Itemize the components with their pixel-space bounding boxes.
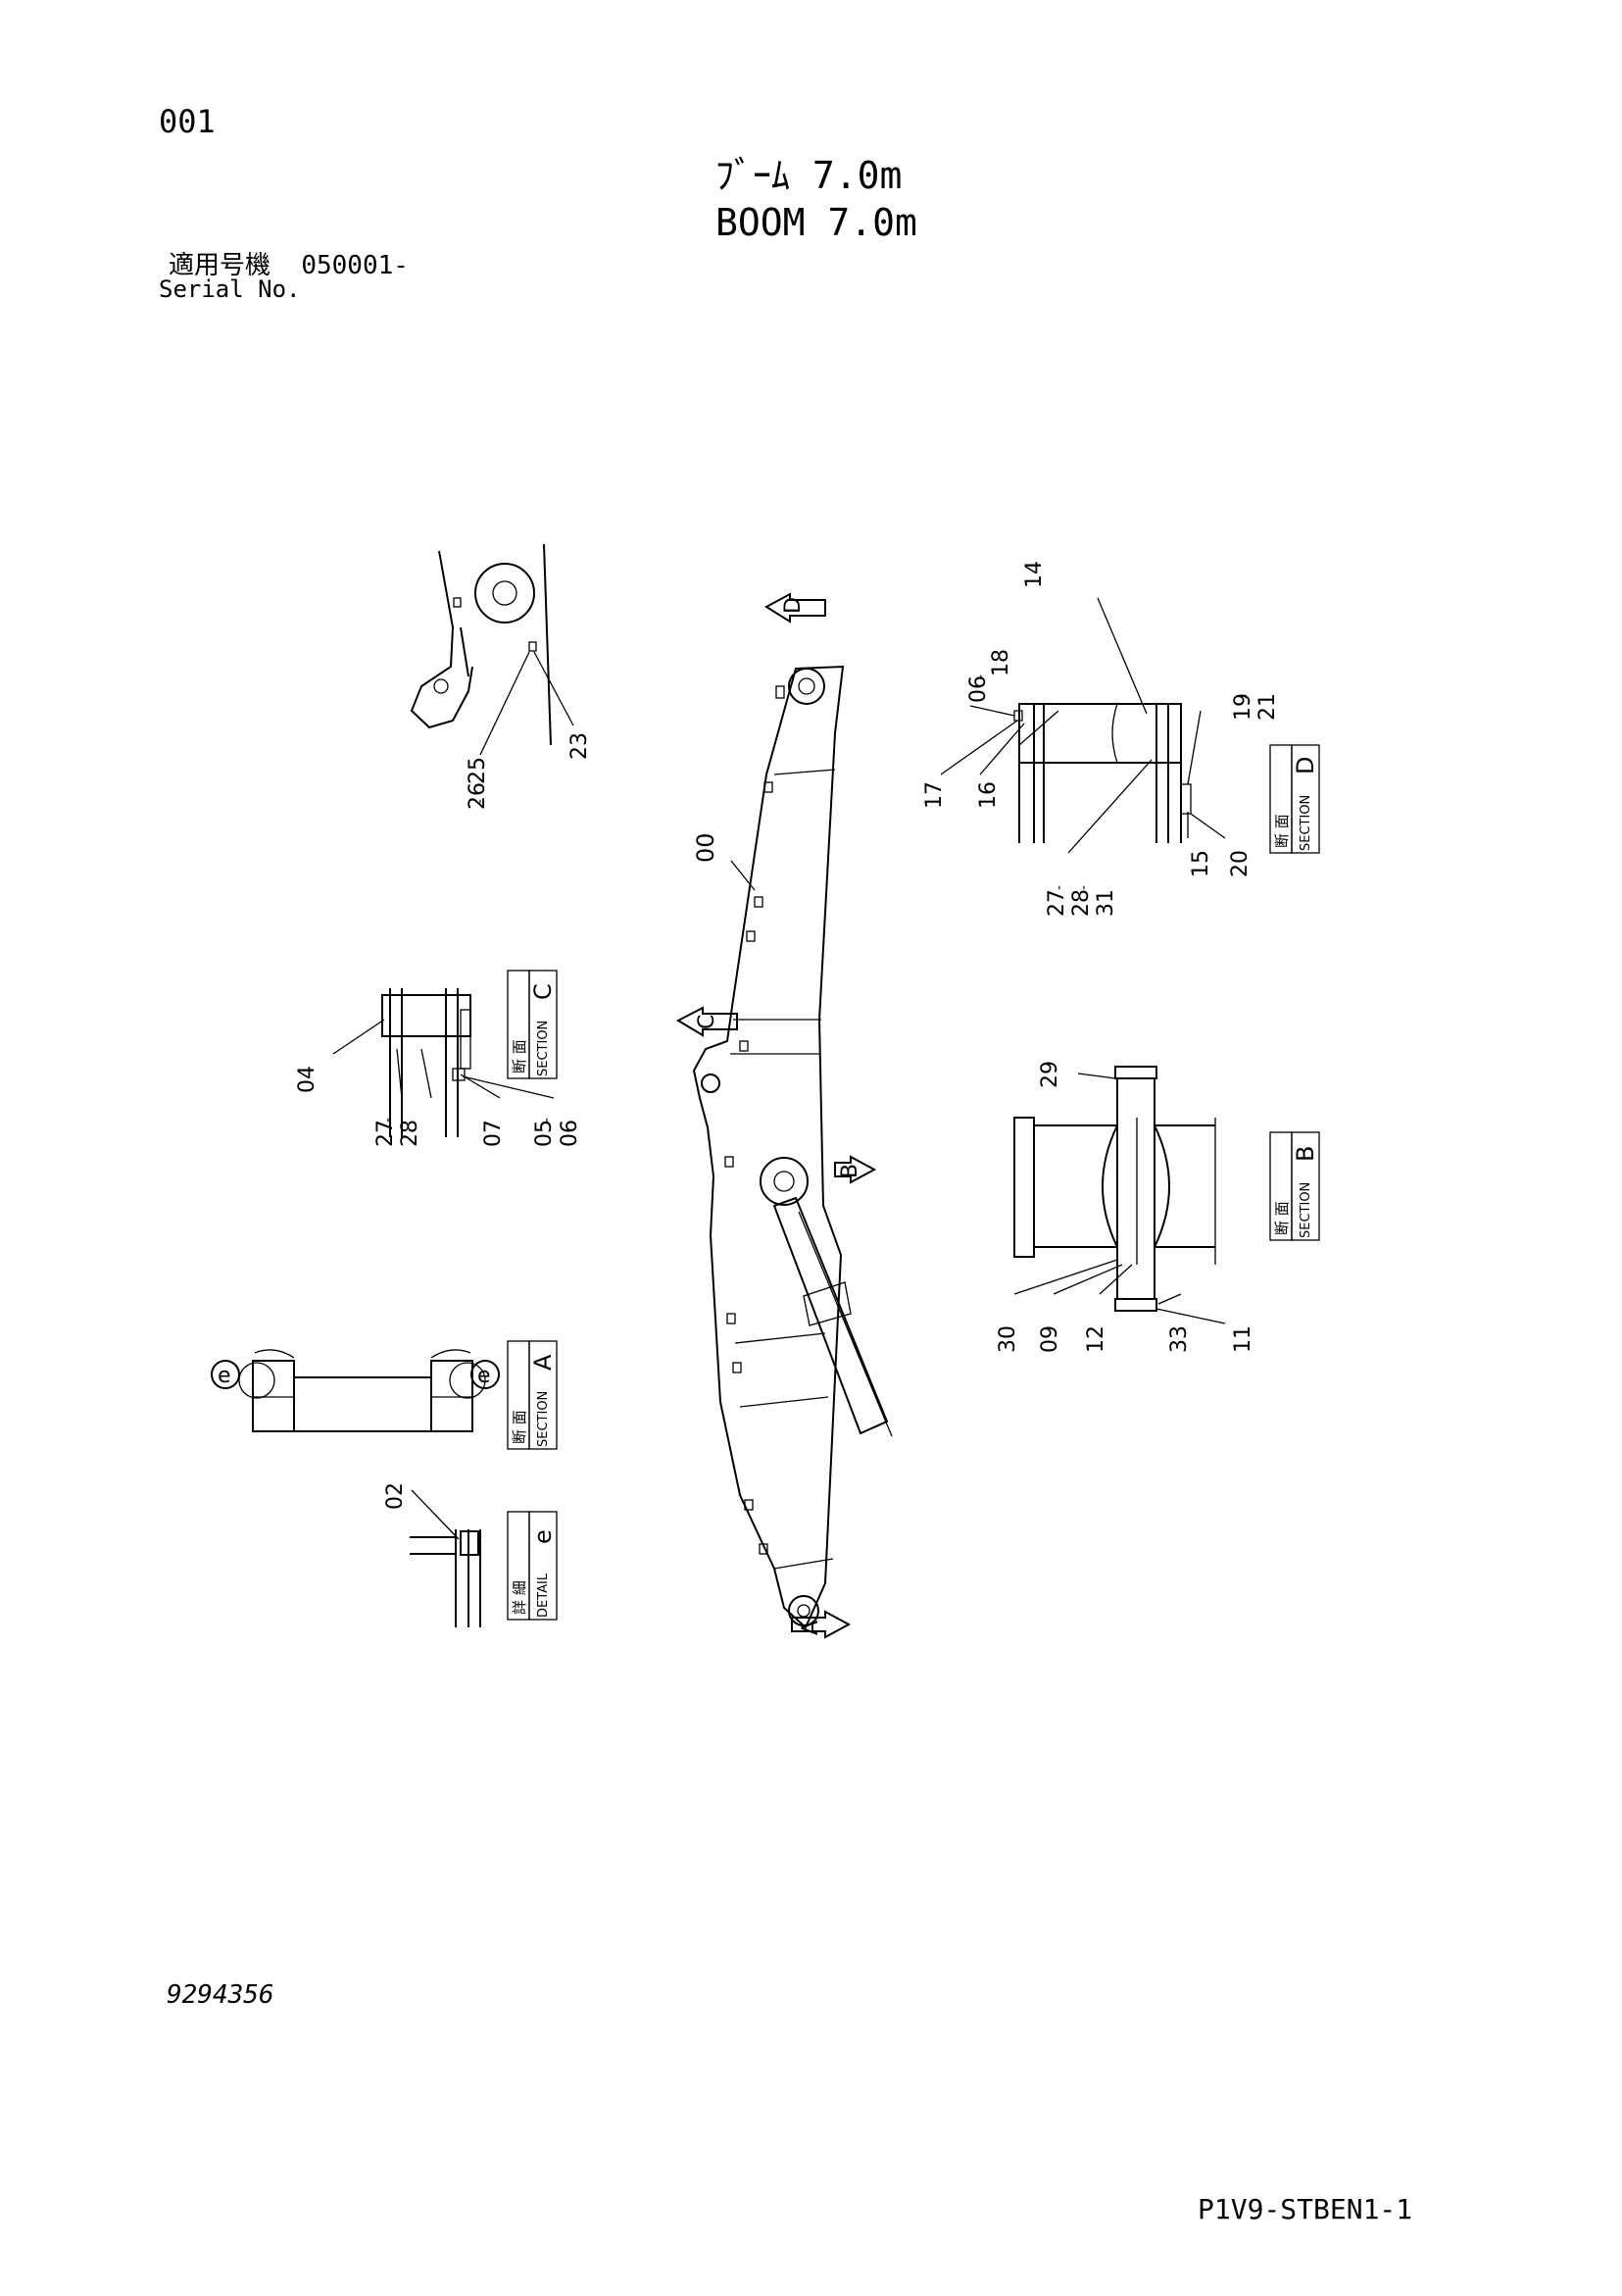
- boom-outline: [692, 665, 845, 1629]
- label-section-d: 断 面 SECTION D: [1269, 744, 1320, 854]
- part-number: 9294356: [167, 1980, 274, 2010]
- title-japanese: ﾌﾞｰﾑ 7.0m: [715, 154, 903, 197]
- callout-31: 31: [1094, 889, 1118, 917]
- callout-07: 07: [481, 1120, 506, 1147]
- label-b-letter: B: [1292, 1146, 1319, 1162]
- label-d-letter: D: [1292, 757, 1319, 774]
- label-e-en: DETAIL: [536, 1572, 551, 1618]
- svg-text:-: -: [1238, 694, 1253, 699]
- callout-06-c: 06: [558, 1120, 582, 1147]
- boom-cylinder: [772, 1196, 889, 1435]
- label-e-letter: e: [529, 1529, 557, 1544]
- callout-27-c: 27: [373, 1120, 398, 1147]
- section-d-view: 14 06 - 18 17 16 19 - 21 15 20 27 - 28 -…: [922, 561, 1280, 917]
- arrow-letter-d: D: [781, 597, 806, 614]
- label-b-en: SECTION: [1299, 1182, 1313, 1238]
- svg-text:-: -: [973, 674, 989, 679]
- section-a-view: e e: [211, 1349, 500, 1432]
- label-c-letter: C: [529, 983, 557, 1000]
- section-c-view: 04 27 - 28 07 05 - 06: [295, 988, 582, 1147]
- arrow-letter-b: B: [838, 1164, 862, 1178]
- callout-18: 18: [989, 649, 1013, 676]
- callout-30: 30: [996, 1325, 1020, 1353]
- section-b-view: 29 30 09 12 33 11: [996, 1061, 1255, 1353]
- marker-e-right: e: [477, 1364, 491, 1388]
- serial-label-jp: 適用号機: [169, 251, 271, 280]
- label-detail-e: 詳 細 DETAIL e: [507, 1511, 558, 1621]
- callout-28-c: 28: [398, 1120, 422, 1147]
- label-e-jp: 詳 細: [511, 1580, 528, 1615]
- label-c-jp: 断 面: [511, 1039, 528, 1073]
- pin-boss-view: 25 - 26 23: [410, 543, 592, 810]
- label-section-c: 断 面 SECTION C: [507, 970, 558, 1079]
- callout-12: 12: [1084, 1325, 1108, 1353]
- detail-marker-e-left: [211, 1360, 240, 1389]
- callout-21: 21: [1255, 693, 1280, 721]
- label-b-jp: 断 面: [1273, 1201, 1291, 1235]
- label-section-b: 断 面 SECTION B: [1269, 1131, 1320, 1241]
- label-c-en: SECTION: [536, 1021, 551, 1076]
- label-a-jp: 断 面: [511, 1410, 528, 1444]
- cylinder-pin-boss: [760, 1157, 809, 1206]
- callout-06: 06: [966, 675, 991, 703]
- callout-04: 04: [295, 1066, 319, 1093]
- top-pin-boss: [788, 668, 825, 705]
- callout-17: 17: [922, 781, 947, 809]
- title-english: BOOM 7.0m: [715, 201, 917, 244]
- serial-range: 適用号機 050001-: [169, 253, 409, 278]
- label-d-en: SECTION: [1299, 795, 1313, 851]
- label-d-jp: 断 面: [1273, 814, 1291, 848]
- label-a-en: SECTION: [536, 1391, 551, 1447]
- callout-25: 25: [466, 757, 490, 784]
- page-number: 001: [159, 103, 216, 140]
- svg-text:-: -: [1052, 885, 1067, 890]
- foot-pin-boss: [788, 1595, 819, 1626]
- callout-33: 33: [1167, 1325, 1192, 1353]
- arrow-letter-a: A: [799, 1621, 823, 1635]
- svg-text:-: -: [380, 1118, 396, 1123]
- boom-main-view: 00: [692, 665, 893, 1629]
- callout-dash: -: [472, 799, 488, 804]
- callout-29: 29: [1038, 1061, 1062, 1088]
- arrow-letter-c: C: [695, 1015, 719, 1029]
- detail-e-view: 02: [383, 1482, 481, 1627]
- callout-28: 28: [1069, 889, 1094, 917]
- view-arrow-b: B: [834, 1155, 877, 1184]
- callout-26: 26: [466, 782, 490, 810]
- callout-27: 27: [1045, 889, 1069, 917]
- callout-23: 23: [567, 732, 592, 760]
- label-section-a: 断 面 SECTION A: [507, 1340, 558, 1450]
- callout-09: 09: [1038, 1325, 1062, 1353]
- callout-16: 16: [976, 781, 1001, 809]
- detail-marker-e-right: [470, 1360, 500, 1389]
- label-a-letter: A: [529, 1354, 557, 1371]
- sheet-code: P1V9-STBEN1-1: [1198, 2193, 1413, 2225]
- svg-text:-: -: [539, 1118, 555, 1123]
- callout-02: 02: [383, 1482, 408, 1510]
- callout-20: 20: [1228, 850, 1253, 877]
- callout-19: 19: [1231, 693, 1255, 721]
- view-arrow-c: C: [675, 1006, 738, 1037]
- serial-label-en: Serial No.: [159, 275, 301, 303]
- view-arrow-d: D: [764, 592, 826, 624]
- serial-value: 050001-: [301, 251, 409, 280]
- callout-15: 15: [1189, 850, 1213, 877]
- callout-boom: 00: [692, 832, 719, 863]
- marker-e-left: e: [218, 1364, 231, 1388]
- callout-14: 14: [1022, 561, 1047, 588]
- callout-05: 05: [532, 1120, 557, 1147]
- callout-11: 11: [1231, 1325, 1255, 1353]
- view-arrow-a: A: [791, 1610, 852, 1639]
- svg-text:-: -: [1076, 885, 1092, 890]
